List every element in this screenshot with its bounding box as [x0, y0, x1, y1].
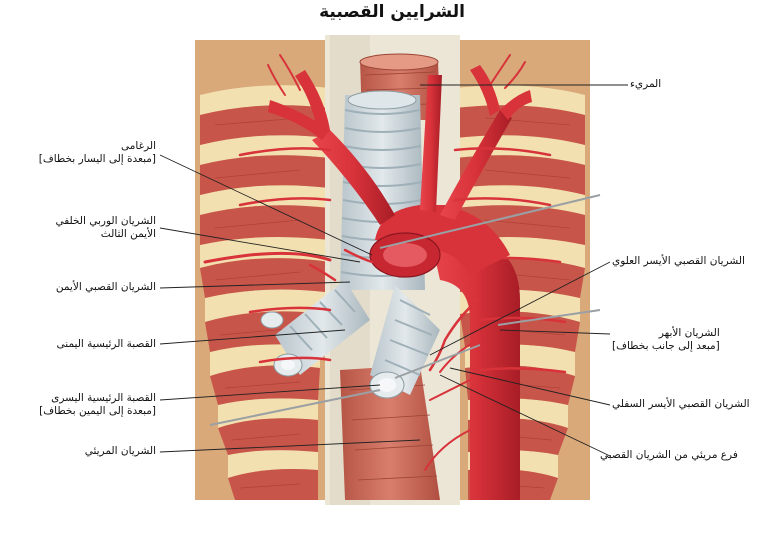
label-trachea-line1: الرغامى: [121, 140, 156, 152]
label-post-intercostal: الشريان الوربي الخلفي الأيمن الثالث: [55, 215, 156, 241]
label-esophagus: المريء: [630, 78, 661, 91]
label-left-inferior-bronchial: الشريان القصبي الأيسر السفلي: [612, 398, 750, 411]
leader-lines: [159, 84, 628, 457]
label-right-bronchial-text: الشريان القصبي الأيمن: [55, 281, 156, 293]
label-right-main-bronchus-text: القصبة الرئيسية اليمنى: [56, 338, 156, 350]
label-post-intercostal-line1: الشريان الوربي الخلفي: [55, 215, 156, 227]
label-right-main-bronchus: القصبة الرئيسية اليمنى: [57, 338, 156, 351]
label-left-main-bronchus-line2: [مبعدة إلى اليمين بخطاف]: [39, 405, 156, 417]
label-esophageal-artery: الشريان المريئي: [85, 445, 156, 458]
label-esophageal-branch: فرع مريئي من الشريان القصبي: [600, 449, 738, 462]
label-trachea: الرغامى [مبعدة إلى اليسار بخطاف]: [39, 140, 156, 166]
retractor-hooks: [209, 194, 601, 426]
aorta: [268, 65, 532, 500]
label-aorta-line1: الشريان الأبهر: [658, 327, 720, 339]
label-aorta-line2: [مبعد إلى جانب بخطاف]: [612, 340, 720, 352]
label-left-inferior-bronchial-text: الشريان القصبي الأيسر السفلي: [612, 398, 750, 410]
label-left-main-bronchus-line1: القصبة الرئيسية اليسرى: [51, 392, 156, 404]
label-esophagus-text: المريء: [630, 78, 662, 90]
label-left-superior-bronchial-text: الشريان القصبي الأيسر العلوي: [612, 255, 745, 267]
label-left-superior-bronchial: الشريان القصبي الأيسر العلوي: [612, 255, 745, 268]
label-right-bronchial: الشريان القصبي الأيمن: [56, 281, 156, 294]
label-post-intercostal-line2: الأيمن الثالث: [100, 228, 156, 240]
label-trachea-line2: [مبعدة إلى اليسار بخطاف]: [38, 153, 156, 165]
label-left-main-bronchus: القصبة الرئيسية اليسرى [مبعدة إلى اليمين…: [39, 392, 156, 418]
label-aorta: الشريان الأبهر [مبعد إلى جانب بخطاف]: [612, 327, 720, 353]
label-esophageal-artery-text: الشريان المريئي: [84, 445, 156, 457]
page-title: الشرايين القصبية: [319, 2, 465, 22]
label-esophageal-branch-text: فرع مريئي من الشريان القصبي: [600, 449, 738, 461]
